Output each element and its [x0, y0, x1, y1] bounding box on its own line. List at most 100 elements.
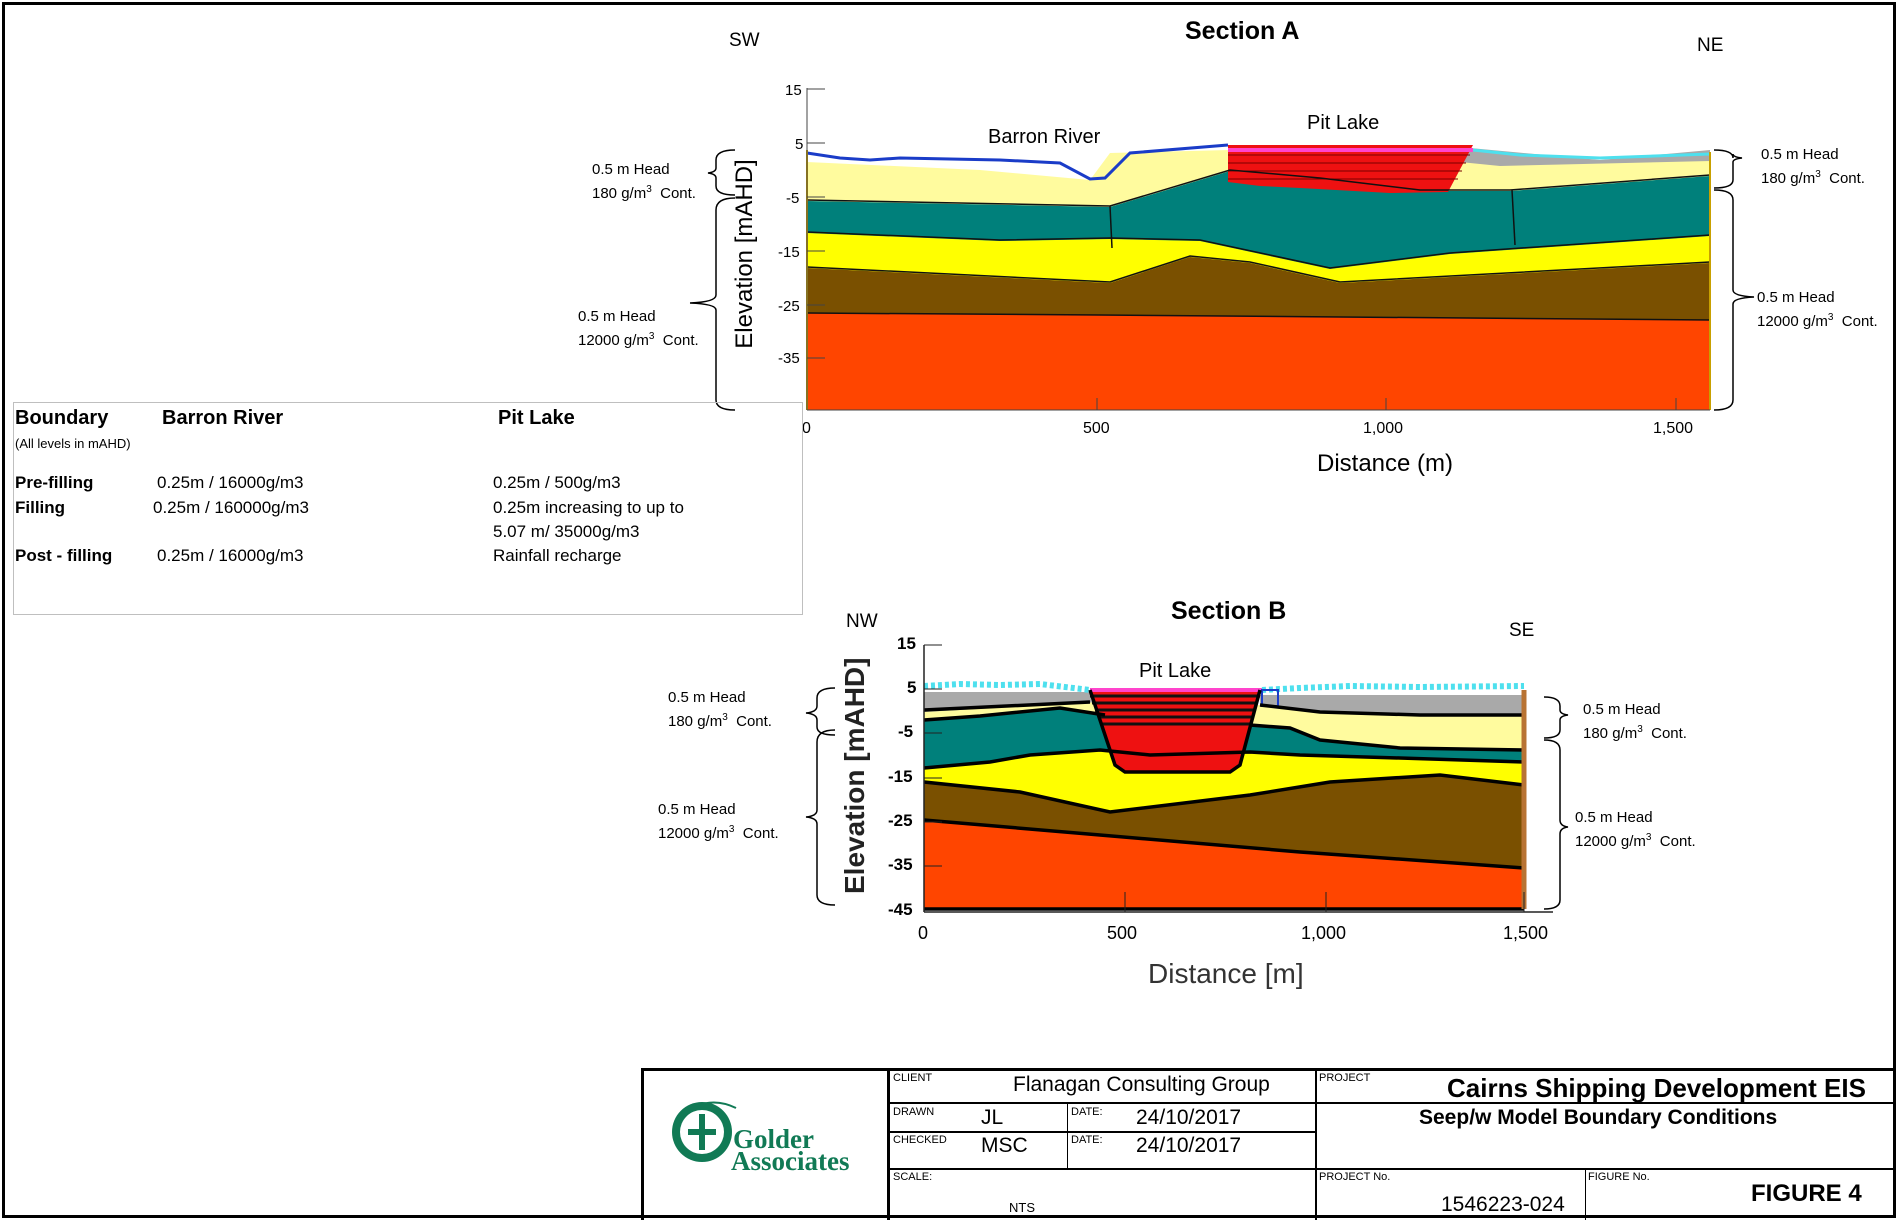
section-a-label-barron: Barron River	[988, 126, 1101, 148]
table-header-boundary: Boundary	[15, 407, 109, 429]
section-b-ytick-neg35: -35	[888, 855, 913, 874]
table-note: (All levels in mAHD)	[15, 436, 131, 451]
table-header-barron: Barron River	[162, 407, 284, 429]
section-a-ytick-5: 5	[795, 136, 804, 153]
figure-no-value: FIGURE 4	[1751, 1180, 1862, 1207]
section-a-xtick-1000: 1,000	[1363, 420, 1404, 437]
section-b-label-pit: Pit Lake	[1139, 660, 1212, 682]
table-cell-prefilling-barron: 0.25m / 16000g/m3	[157, 473, 304, 492]
section-b-ytick-neg5: -5	[898, 722, 914, 741]
section-a-ytick-neg25: -25	[778, 298, 800, 315]
scale-value: NTS	[1009, 1200, 1035, 1215]
drawing-subtitle: Seep/w Model Boundary Conditions	[1419, 1106, 1778, 1129]
section-b-dir-right: SE	[1509, 620, 1535, 641]
section-a-title: Section A	[1185, 17, 1300, 45]
section-b-pit-lake-lines	[1090, 694, 1260, 726]
section-b-bc-right-shallow: 0.5 m Head 180 g/m3 Cont.	[1583, 701, 1687, 742]
section-a-boundaries	[806, 169, 1711, 321]
title-block: Golder Associates CLIENT Flanagan Consul…	[641, 1068, 1896, 1220]
section-b-water-surface-nw	[923, 680, 1091, 693]
date-checked-label: DATE:	[1071, 1134, 1103, 1146]
date-drawn-value: 24/10/2017	[1136, 1106, 1242, 1129]
project-title: Cairns Shipping Development EIS	[1447, 1073, 1866, 1103]
section-a-xtick-0: 0	[802, 420, 811, 437]
section-a-bc-right-deep: 0.5 m Head 12000 g/m3 Cont.	[1757, 289, 1878, 330]
section-b-xtick-0: 0	[918, 923, 929, 943]
project-no-value: 1546223-024	[1441, 1193, 1565, 1216]
section-b-bc-left-deep: 0.5 m Head 12000 g/m3 Cont.	[658, 801, 779, 842]
scale-label: SCALE:	[893, 1171, 933, 1183]
table-cell-postfilling-barron: 0.25m / 16000g/m3	[157, 546, 304, 565]
checked-label: CHECKED	[893, 1134, 947, 1146]
section-b-yticks	[924, 644, 942, 867]
section-b-xlabel: Distance [m]	[1148, 958, 1304, 989]
section-b-brown-layer	[924, 775, 1524, 868]
section-a-yticks	[807, 88, 825, 359]
drawn-label: DRAWN	[893, 1106, 935, 1118]
table-header-pit: Pit Lake	[498, 407, 575, 429]
section-b-ytick-neg15: -15	[888, 767, 913, 786]
section-b-bc-left-shallow: 0.5 m Head 180 g/m3 Cont.	[668, 689, 772, 730]
table-cell-prefilling-pit: 0.25m / 500g/m3	[493, 473, 621, 492]
client-value: Flanagan Consulting Group	[1013, 1073, 1270, 1096]
golder-logo-icon	[672, 1101, 737, 1162]
checked-value: MSC	[981, 1134, 1028, 1157]
section-a-yellow-layer	[807, 232, 1710, 283]
client-label: CLIENT	[893, 1072, 933, 1084]
section-b-ytick-5: 5	[907, 678, 917, 697]
section-a-ytick-neg35: -35	[778, 350, 800, 367]
section-b-orange-top	[924, 820, 1524, 909]
table-row-label-prefilling: Pre-filling	[15, 473, 94, 492]
section-a-xtick-1500: 1,500	[1653, 420, 1694, 437]
drawn-value: JL	[981, 1106, 1004, 1129]
section-a-pit-lake	[1228, 145, 1473, 193]
section-a-xtick-500: 500	[1083, 420, 1110, 437]
section-a-ytick-neg15: -15	[778, 244, 800, 261]
table-cell-filling-pit-2: 5.07 m/ 35000g/m3	[493, 522, 640, 541]
section-b-yellow-layer	[924, 750, 1524, 813]
section-a-orange-layer	[807, 313, 1710, 410]
section-a-bc-right-shallow: 0.5 m Head 180 g/m3 Cont.	[1761, 146, 1865, 187]
section-b-xticks	[1124, 892, 1525, 912]
section-a-xticks	[1096, 398, 1677, 410]
section-a-dir-left: SW	[729, 30, 760, 51]
boundary-conditions-table: Boundary (All levels in mAHD) Barron Riv…	[13, 402, 803, 615]
table-row-label-filling: Filling	[15, 498, 66, 517]
project-no-label: PROJECT No.	[1319, 1171, 1391, 1183]
table-cell-filling-pit: 0.25m increasing to up to	[493, 498, 684, 517]
section-b-xtick-1000: 1,000	[1301, 923, 1347, 943]
section-b-boundaries	[923, 689, 1525, 911]
logo-text-golder: Golder	[733, 1124, 814, 1154]
section-a-water-surface	[806, 143, 1229, 181]
table-row-label-postfilling: Post - filling	[15, 546, 113, 565]
date-drawn-label: DATE:	[1071, 1106, 1103, 1118]
section-a-xlabel: Distance (m)	[1317, 450, 1454, 477]
section-b-ytick-15: 15	[897, 634, 916, 653]
section-b-title: Section B	[1171, 597, 1287, 625]
figure-no-label: FIGURE No.	[1588, 1171, 1650, 1183]
section-a-ytick-15: 15	[785, 82, 802, 99]
section-b-xtick-1500: 1,500	[1503, 923, 1549, 943]
section-a-label-pit: Pit Lake	[1307, 112, 1380, 134]
section-a-ytick-neg5: -5	[786, 190, 800, 207]
section-b-dir-left: NW	[846, 611, 878, 632]
section-b-ytick-neg45: -45	[888, 900, 913, 919]
section-a-dir-right: NE	[1697, 35, 1724, 56]
logo-text-associates: Associates	[731, 1146, 850, 1176]
date-checked-value: 24/10/2017	[1136, 1134, 1242, 1157]
section-b-xtick-500: 500	[1107, 923, 1138, 943]
section-a-bc-left-shallow: 0.5 m Head 180 g/m3 Cont.	[592, 161, 696, 202]
section-a-bc-left-deep: 0.5 m Head 12000 g/m3 Cont.	[578, 308, 699, 349]
section-b-water-surface-se	[1261, 682, 1525, 693]
section-a-pit-lake-lines	[1228, 154, 1470, 180]
section-a-teal-layer	[807, 170, 1710, 269]
section-b-ytick-neg25: -25	[888, 811, 913, 830]
table-cell-filling-barron: 0.25m / 160000g/m3	[153, 498, 309, 517]
project-label: PROJECT	[1319, 1072, 1371, 1084]
section-a-water-surface-ne	[1472, 148, 1711, 160]
